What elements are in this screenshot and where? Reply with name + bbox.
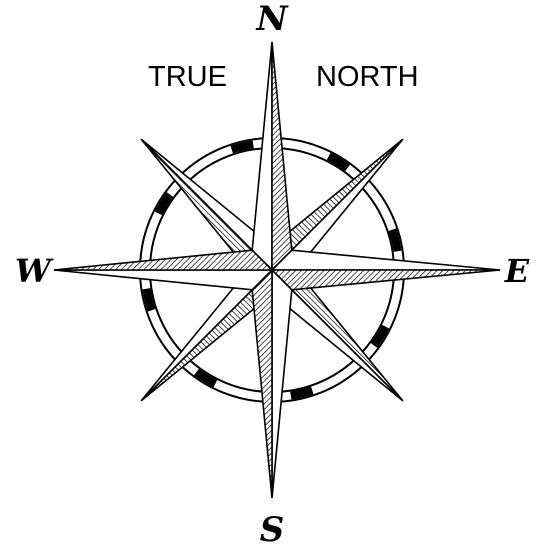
true-label: TRUE [148,61,227,93]
cardinal-point-plain-half [272,250,500,270]
cardinal-n-label: N [255,0,289,39]
cardinal-point-plain-half [252,42,272,270]
cardinal-point-hatched-half [272,270,500,290]
cardinal-point-plain-half [272,270,292,498]
center-pivot [270,268,275,273]
cardinal-w-label: W [15,252,54,290]
cardinal-point-hatched-half [252,270,272,498]
cardinal-points [54,42,500,498]
cardinal-point-hatched-half [272,42,292,270]
cardinal-e-label: E [504,252,530,290]
cardinal-s-label: S [260,510,285,550]
north-label: NORTH [316,61,419,93]
cardinal-point-hatched-half [54,250,272,270]
cardinal-point-plain-half [54,270,272,290]
